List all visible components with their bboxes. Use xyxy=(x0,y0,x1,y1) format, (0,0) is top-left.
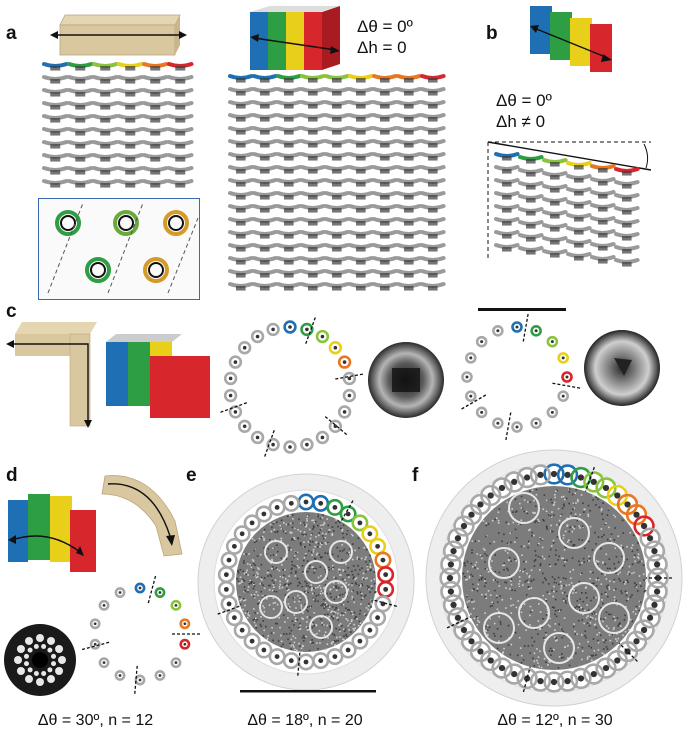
caption-f: Δθ = 12º, n = 30 xyxy=(497,712,613,729)
color-block-d xyxy=(8,494,96,572)
ring-assembly-f xyxy=(425,449,683,707)
panel-label-c: c xyxy=(6,301,17,322)
panel-a-delta-theta: Δθ = 0º xyxy=(357,17,413,36)
wood-block-straight xyxy=(50,14,187,56)
panel-a-delta-h: Δh = 0 xyxy=(357,38,407,57)
panel-b-delta-theta: Δθ = 0º xyxy=(496,91,552,110)
ring-assembly-c1 xyxy=(220,317,363,457)
panel-label-a: a xyxy=(6,23,17,44)
helix-lattice-large xyxy=(228,74,446,291)
scale-bar-c xyxy=(478,308,566,311)
helix-bundle-small xyxy=(42,62,194,188)
cryo-class-average-c2 xyxy=(584,330,660,406)
panel-label-f: f xyxy=(412,465,419,486)
cryo-class-average-c1 xyxy=(368,342,444,418)
scale-bar-e xyxy=(240,690,376,693)
ring-assembly-e xyxy=(197,473,415,691)
helix-lattice-sloped xyxy=(487,141,652,267)
cryo-class-average-d xyxy=(4,624,76,696)
color-block-c xyxy=(106,334,210,418)
color-block-a xyxy=(250,6,340,70)
inset-rings xyxy=(47,202,199,294)
panel-label-b: b xyxy=(486,23,498,44)
panel-label-d: d xyxy=(6,465,18,486)
panel-b-delta-h: Δh ≠ 0 xyxy=(496,112,546,131)
wood-block-curved xyxy=(101,475,183,557)
wood-block-l-shape xyxy=(6,322,97,428)
panel-label-e: e xyxy=(186,465,197,486)
caption-e: Δθ = 18º, n = 20 xyxy=(247,712,363,729)
color-block-b xyxy=(530,6,612,72)
ring-assembly-c2 xyxy=(461,313,581,441)
ring-assembly-d xyxy=(81,575,200,694)
caption-d: Δθ = 30º, n = 12 xyxy=(37,712,154,729)
